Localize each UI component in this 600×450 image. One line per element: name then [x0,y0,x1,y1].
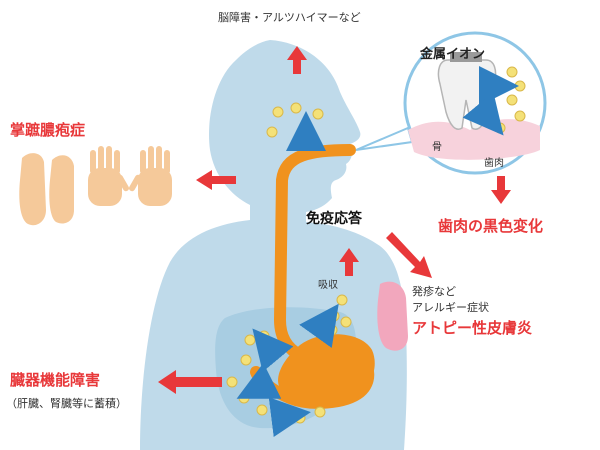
arrow-left-skin [196,170,236,190]
foot-right-icon [49,155,74,224]
hand-left-icon [88,146,129,206]
atopic-dermatitis-label: アトピー性皮膚炎 [412,319,533,337]
absorb-label: 吸収 [318,280,338,291]
organ-accumulation-label: （肝臓、腎臓等に蓄積） [6,397,127,410]
arrow-up-brain [287,46,307,74]
gum-label: 歯肉 [484,158,504,169]
absorb-flow-arrow [299,303,339,348]
brain-disorder-label: 脳障害・アルツハイマーなど [218,11,361,24]
organ-dysfunction-label: 臓器機能障害 [10,371,101,389]
gum-discolor-label: 歯肉の黒色変化 [438,217,544,235]
gum-shape [408,119,540,160]
arrow-down-gum [491,176,511,204]
metal-ion-label: 金属イオン [420,47,486,62]
palmoplantar-label: 掌蹠膿疱症 [10,121,86,139]
hand-right-icon [129,146,172,206]
organ-flow-arrow-3 [268,397,311,437]
red-arrows [158,46,511,394]
foot-left-icon [19,153,46,226]
immune-response-label: 免疫応答 [306,211,362,227]
rash-patch [377,281,408,351]
arrow-up-immune [339,248,359,276]
palmoplantar-illustration [19,146,172,226]
mouth-magnifier [355,31,547,175]
arrow-diag-allergy [386,232,432,278]
organ-flow-arrow-1 [252,328,294,373]
stomach [278,334,375,408]
allergy-line-2: アレルギー症状 [412,301,489,314]
allergy-line-1: 発疹など [412,285,456,298]
organ-flow-arrow-2 [236,362,282,399]
arrow-left-organ [158,370,222,394]
bone-label: 骨 [432,142,442,153]
